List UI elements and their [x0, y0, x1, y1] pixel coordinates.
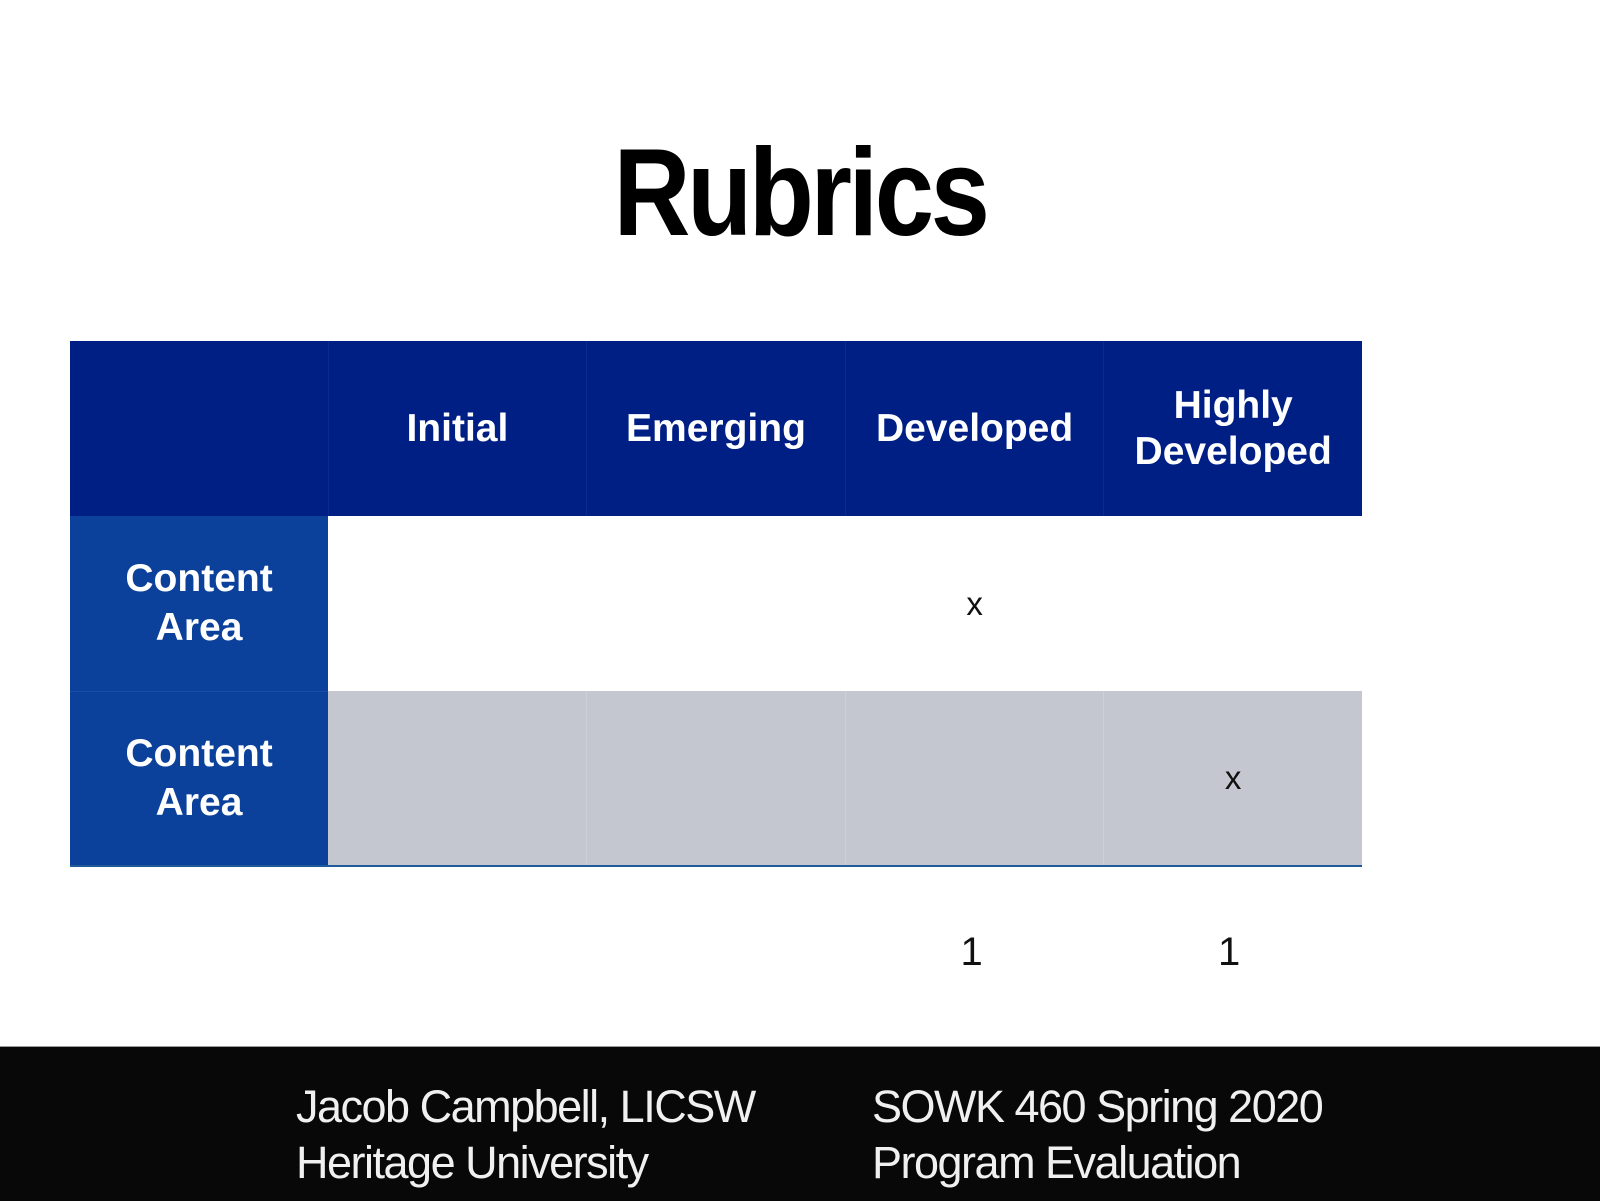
row-header: Content Area — [70, 691, 329, 866]
total-cell — [70, 930, 328, 975]
column-header-highly-developed-label: Highly Developed — [1134, 383, 1332, 473]
totals-row: 1 1 — [70, 930, 1358, 975]
rubric-cell — [328, 516, 587, 691]
total-cell — [585, 930, 843, 975]
total-cell-highly-developed: 1 — [1218, 930, 1241, 974]
column-header-emerging: Emerging — [586, 341, 846, 516]
footer-course-title: Program Evaluation — [872, 1137, 1242, 1188]
rubric-cell — [586, 516, 846, 691]
row-header-label: Content Area — [125, 732, 273, 825]
rubric-cell — [328, 691, 588, 866]
footer-author-block: Jacob Campbell, LICSW Heritage Universit… — [296, 1079, 756, 1191]
footer-institution: Heritage University — [296, 1137, 649, 1188]
rubric-corner-cell — [70, 341, 329, 516]
row-header-label: Content Area — [125, 557, 273, 650]
table-row: Content Area x — [70, 691, 1362, 866]
row-header: Content Area — [70, 516, 329, 692]
slide-title: Rubrics — [613, 124, 990, 262]
rubric-header-row: Initial Emerging Developed Highly Develo… — [70, 341, 1362, 516]
rubric-cell-mark: x — [1103, 691, 1362, 866]
rubric-table: Initial Emerging Developed Highly Develo… — [70, 341, 1362, 867]
footer-course: SOWK 460 Spring 2020 — [872, 1081, 1324, 1132]
footer-author: Jacob Campbell, LICSW — [296, 1081, 756, 1132]
footer-course-block: SOWK 460 Spring 2020 Program Evaluation — [872, 1079, 1324, 1191]
rubric-cell — [586, 691, 846, 866]
total-cell — [328, 930, 586, 975]
column-header-highly-developed: Highly Developed — [1103, 341, 1362, 516]
rubric-cell — [845, 691, 1105, 866]
table-row: Content Area x — [70, 516, 1362, 692]
rubric-cell — [1103, 516, 1362, 691]
slide-footer: Jacob Campbell, LICSW Heritage Universit… — [0, 1046, 1600, 1201]
total-cell-developed: 1 — [960, 930, 983, 974]
column-header-developed: Developed — [845, 341, 1105, 516]
column-header-initial: Initial — [328, 341, 588, 516]
rubric-cell-mark: x — [845, 516, 1104, 691]
